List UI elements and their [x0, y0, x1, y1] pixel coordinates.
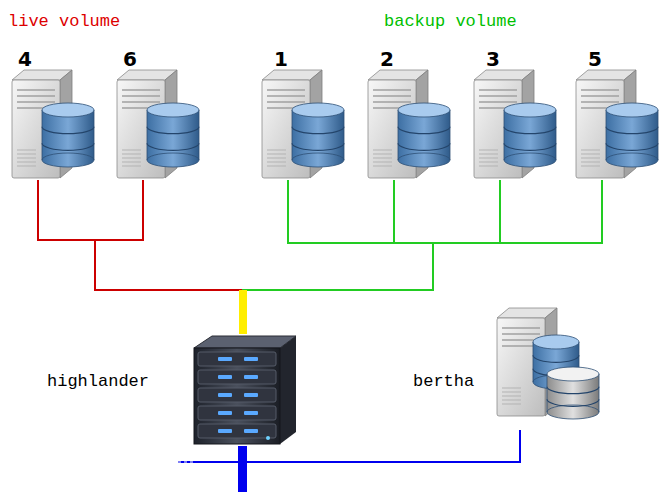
server-node: 5	[572, 48, 660, 180]
group-label: backup volume	[384, 12, 517, 32]
group-label: live volume	[8, 12, 120, 32]
dashed-end	[178, 462, 196, 463]
server-name: bertha	[413, 372, 474, 392]
server-icon	[113, 62, 201, 180]
callout-number: 3	[486, 48, 500, 70]
blue-link	[178, 461, 240, 463]
server-name: highlander	[47, 372, 149, 392]
yellow-link	[239, 290, 247, 334]
network-link	[243, 180, 500, 334]
callout-number: 1	[274, 48, 288, 70]
server-icon	[8, 62, 96, 180]
server-icon	[493, 304, 603, 422]
network-link	[38, 180, 243, 334]
blue-trunk	[238, 446, 247, 492]
callout-number: 2	[380, 48, 394, 70]
callout-number: 6	[123, 48, 137, 70]
server-icon	[364, 62, 452, 180]
network-link	[243, 180, 433, 334]
server-node: 3	[470, 48, 560, 180]
server-node: 6	[113, 48, 203, 180]
server-node: 1	[258, 48, 348, 180]
server-icon	[470, 62, 558, 180]
server-node: 4	[8, 48, 98, 180]
server-node: 2	[364, 48, 454, 180]
callout-number: 4	[18, 48, 32, 70]
storage-server-node: bertha	[405, 304, 605, 430]
rack-server-node: highlander	[40, 334, 302, 446]
network-link	[95, 180, 243, 334]
network-link	[243, 180, 602, 334]
network-link	[243, 180, 433, 334]
server-icon	[572, 62, 660, 180]
callout-number: 5	[588, 48, 602, 70]
server-icon	[258, 62, 346, 180]
server-icon	[188, 334, 298, 446]
